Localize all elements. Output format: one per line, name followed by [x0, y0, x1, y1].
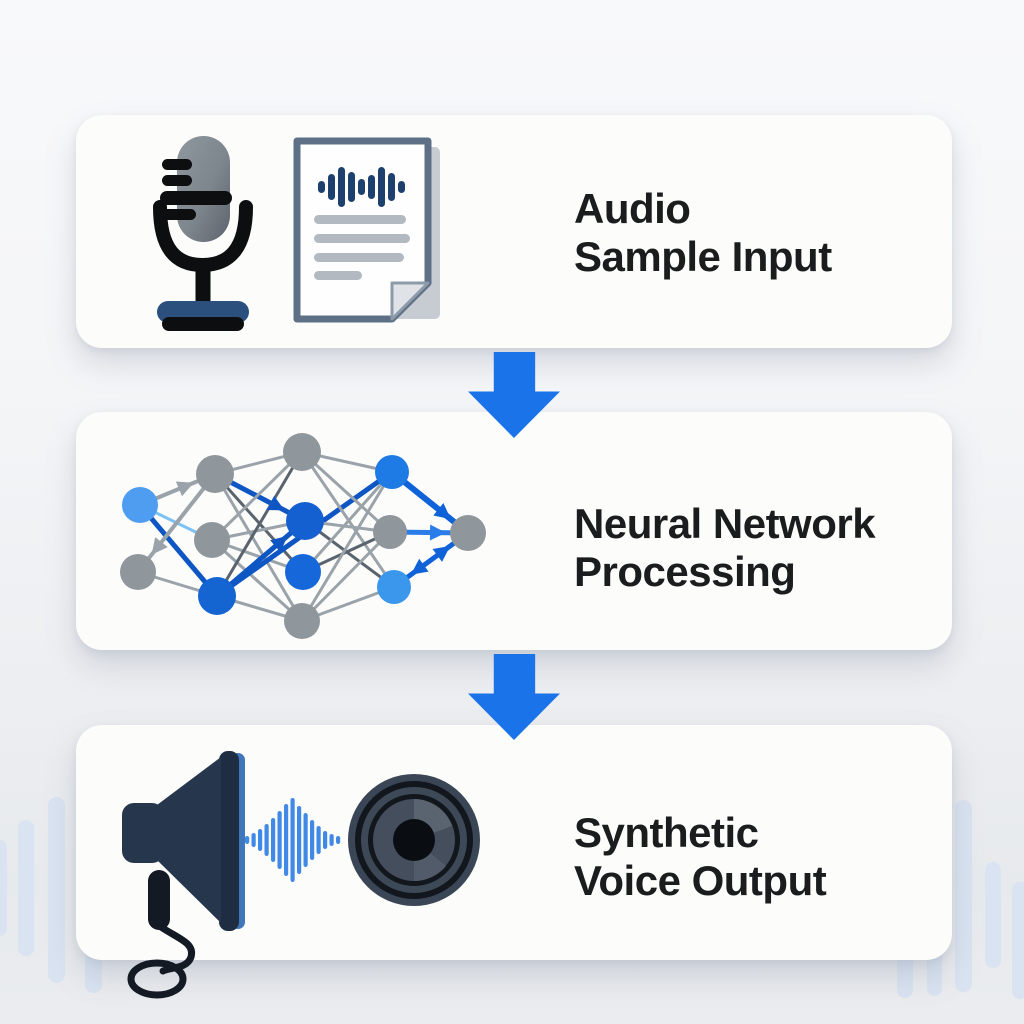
step-card-neural-network-processing: Neural Network Processing — [76, 412, 952, 650]
speaker-icon — [348, 774, 480, 906]
background-bar — [48, 797, 65, 983]
step-title: Neural Network Processing — [574, 500, 876, 596]
step-title-line: Sample Input — [574, 233, 832, 280]
step-title: Audio Sample Input — [574, 185, 832, 281]
step-card-synthetic-voice-output: Synthetic Voice Output — [76, 725, 952, 999]
step-title-line: Processing — [574, 548, 796, 595]
background-bar — [18, 820, 34, 956]
audio-document-icon — [293, 137, 440, 323]
step-title-line: Voice Output — [574, 857, 827, 904]
step-title-line: Neural Network — [574, 500, 876, 547]
microphone-icon — [153, 136, 253, 331]
megaphone-icon — [122, 751, 245, 999]
background-bar — [0, 840, 7, 936]
neural-network-icon — [120, 433, 486, 639]
background-bar — [955, 800, 972, 992]
voice-wave-icon — [245, 798, 341, 882]
step-title-line: Audio — [574, 185, 691, 232]
background-bar — [1012, 882, 1024, 999]
step-title-line: Synthetic — [574, 809, 759, 856]
background-bar — [985, 862, 1001, 968]
step-title: Synthetic Voice Output — [574, 809, 827, 905]
step-card-audio-sample-input: Audio Sample Input — [76, 115, 952, 348]
